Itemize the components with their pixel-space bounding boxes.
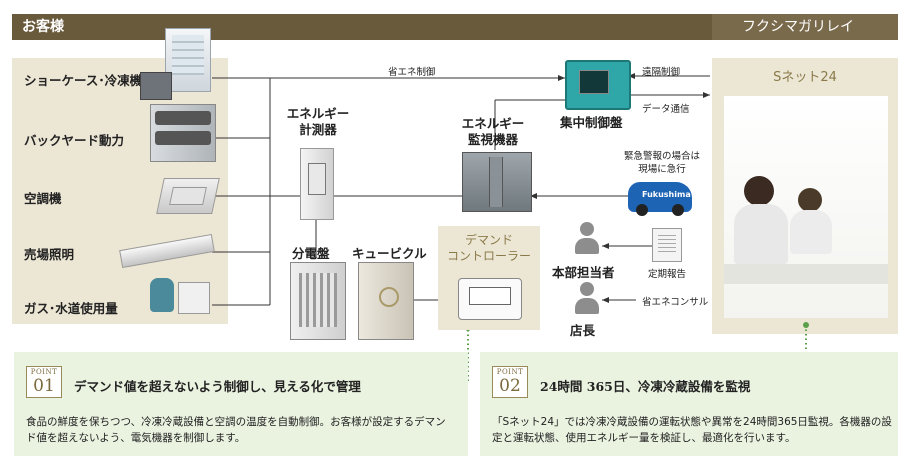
- backyard-power-image: [150, 104, 216, 162]
- energy-saving-control-label: 省エネ制御: [388, 67, 436, 78]
- device-label-gas-water: ガス･水道使用量: [24, 301, 118, 316]
- customer-header: お客様: [12, 14, 712, 40]
- device-label-showcase: ショーケース･冷凍機: [24, 73, 143, 88]
- emergency-label: 緊急警報の場合は 現場に急行: [623, 151, 700, 175]
- energy-monitor-label: エネルギー 監視機器: [461, 116, 525, 147]
- cubicle-label: キュービクル: [352, 246, 427, 261]
- point2-description: 「Sネット24」では冷凍冷蔵設備の運転状態や異常を24時間365日監視。各機器の…: [492, 416, 892, 444]
- gas-meter-image: [150, 278, 174, 312]
- point1-badge-word: POINT: [30, 368, 58, 376]
- cubicle-image: [358, 262, 414, 340]
- device-label-aircon: 空調機: [24, 191, 62, 206]
- distribution-board-image: [290, 262, 346, 340]
- provider-header: フクシマガリレイ: [712, 14, 898, 40]
- store-manager-label: 店長: [570, 323, 596, 338]
- energy-consult-label: 省エネコンサル: [642, 297, 709, 308]
- point1-title: デマンド値を超えないよう制御し、見える化で管理: [74, 379, 361, 394]
- point1-panel: [14, 352, 468, 456]
- point2-number: 02: [499, 376, 521, 396]
- point1-badge: POINT 01: [26, 366, 62, 398]
- report-document-icon: [652, 228, 682, 262]
- central-panel-label: 集中制御盤: [560, 115, 623, 130]
- point1-number: 01: [33, 376, 55, 396]
- energy-meter-label: エネルギー 計測器: [286, 106, 350, 137]
- hq-staff-label: 本部担当者: [552, 265, 615, 280]
- point2-badge: POINT 02: [492, 366, 528, 398]
- service-car-image: Fukushima: [628, 182, 692, 216]
- device-label-backyard: バックヤード動力: [24, 133, 125, 148]
- snet-label: Sネット24: [773, 70, 837, 85]
- energy-meter-image: [300, 148, 334, 220]
- call-center-photo: [724, 96, 888, 318]
- water-meter-image: [178, 282, 210, 314]
- central-panel-image: [565, 60, 631, 110]
- car-brand-label: Fukushima: [642, 190, 691, 199]
- showcase-image: [165, 28, 211, 92]
- energy-monitor-image: [462, 152, 532, 212]
- distribution-board-label: 分電盤: [292, 246, 330, 261]
- point2-panel: [480, 352, 898, 456]
- store-manager-icon: [572, 282, 602, 318]
- aircon-image: [156, 178, 220, 214]
- demand-controller-image: [458, 278, 522, 320]
- demand-controller-label: デマンド コントローラー: [446, 233, 531, 263]
- hq-staff-icon: [572, 222, 602, 258]
- regular-report-label: 定期報告: [648, 269, 687, 280]
- point2-badge-word: POINT: [496, 368, 524, 376]
- data-comm-label: データ通信: [642, 104, 690, 115]
- remote-control-label: 遠隔制御: [642, 67, 681, 78]
- point1-description: 食品の鮮度を保ちつつ、冷凍冷蔵設備と空調の温度を自動制御。お客様が設定するデマン…: [26, 416, 446, 444]
- freezer-unit-image: [140, 72, 172, 100]
- device-label-lighting: 売場照明: [24, 247, 75, 262]
- point2-title: 24時間 365日、冷凍冷蔵設備を監視: [540, 379, 751, 394]
